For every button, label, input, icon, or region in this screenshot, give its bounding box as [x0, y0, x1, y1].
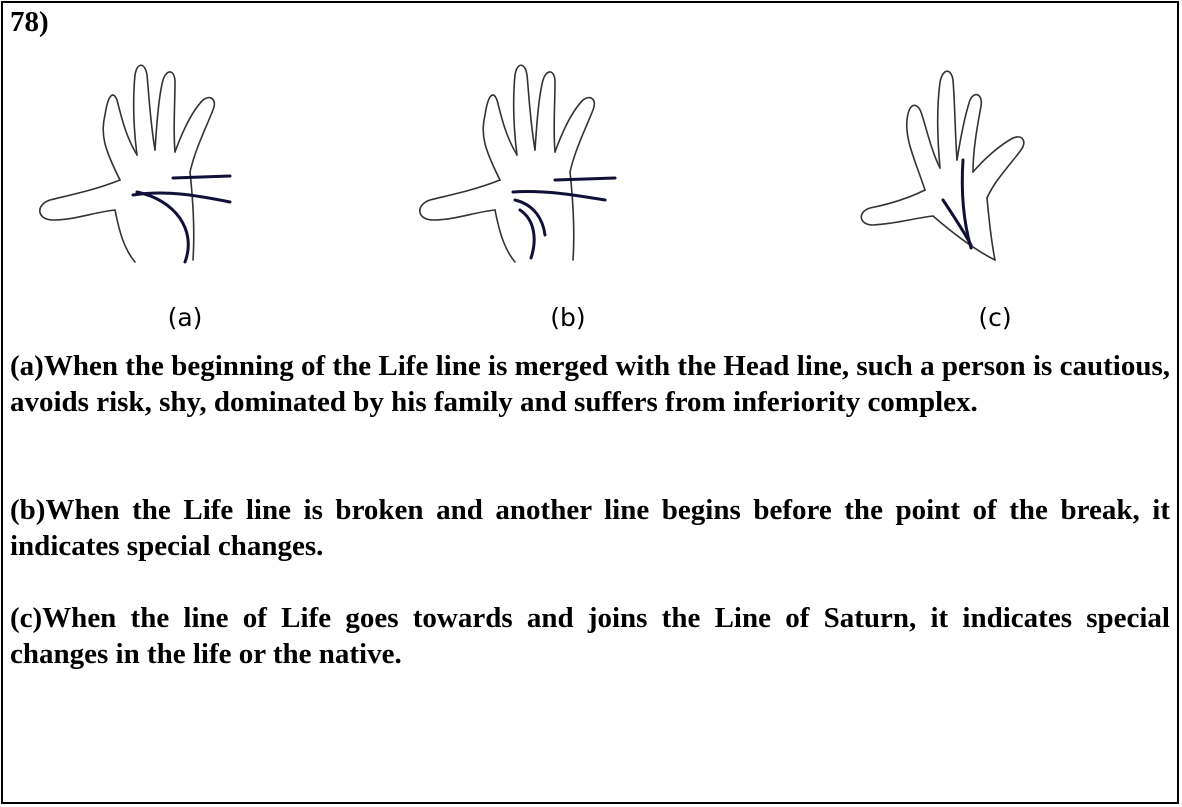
- palm-life-line-broken-icon: [419, 64, 617, 263]
- figure-caption-b: (b): [550, 303, 586, 332]
- paragraph-b: (b)When the Life line is broken and anot…: [10, 494, 1170, 562]
- paragraph-a: (a)When the beginning of the Life line i…: [10, 350, 1170, 418]
- figure-caption-c: (c): [978, 303, 1012, 332]
- hand-illustration-a: [25, 40, 305, 280]
- hand-illustration-b: [405, 40, 685, 280]
- palm-life-joins-saturn-icon: [860, 70, 1025, 261]
- figure-caption-a: (a): [167, 303, 203, 332]
- paragraph-c: (c)When the line of Life goes towards an…: [10, 602, 1170, 670]
- palm-life-head-merged-icon: [39, 64, 232, 264]
- hand-illustration-c: [845, 40, 1125, 280]
- item-number: 78): [10, 6, 49, 38]
